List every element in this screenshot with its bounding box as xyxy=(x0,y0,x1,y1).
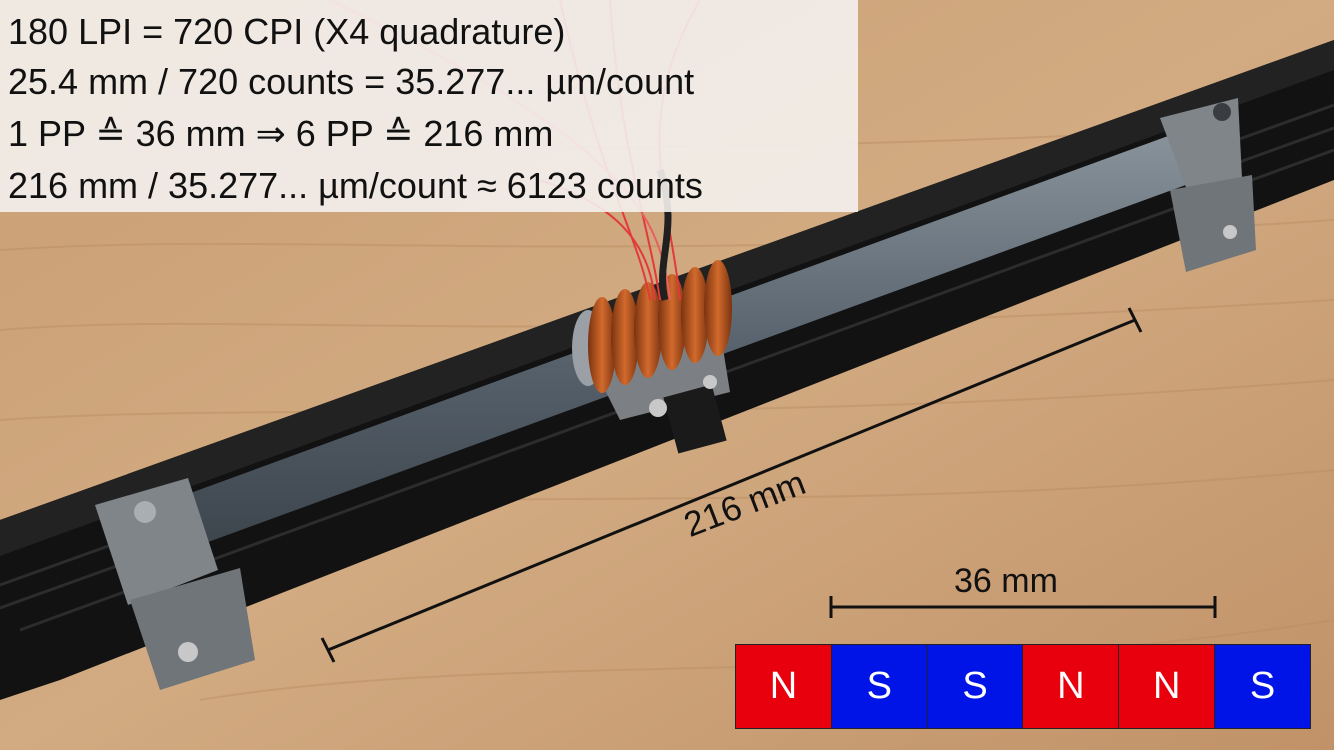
far-end-bracket xyxy=(1160,98,1256,272)
pole-pitch-label: 36 mm xyxy=(954,562,1058,600)
length-dimension-line xyxy=(320,307,1143,663)
calculation-box: 180 LPI = 720 CPI (X4 quadrature) 25.4 m… xyxy=(0,0,858,212)
magnet-pole-3: S xyxy=(927,645,1024,728)
calc-line-pole-pairs: 1 PP ≙ 36 mm ⇒ 6 PP ≙ 216 mm xyxy=(8,113,554,154)
magnet-pole-2: S xyxy=(831,645,928,728)
pitch-dimension-line xyxy=(829,596,1217,618)
magnet-pole-strip: N S S N N S xyxy=(735,644,1311,729)
calc-line-resolution: 180 LPI = 720 CPI (X4 quadrature) xyxy=(8,11,566,52)
magnet-pole-6: S xyxy=(1215,645,1310,728)
magnet-pole-4: N xyxy=(1023,645,1120,728)
magnet-pole-1: N xyxy=(736,645,832,728)
near-end-bracket xyxy=(95,478,255,690)
calc-line-total-counts: 216 mm / 35.277... µm/count ≈ 6123 count… xyxy=(8,165,703,206)
calc-line-count-size: 25.4 mm / 720 counts = 35.277... µm/coun… xyxy=(8,61,695,102)
copper-coils xyxy=(588,260,732,393)
magnet-pole-5: N xyxy=(1119,645,1216,728)
